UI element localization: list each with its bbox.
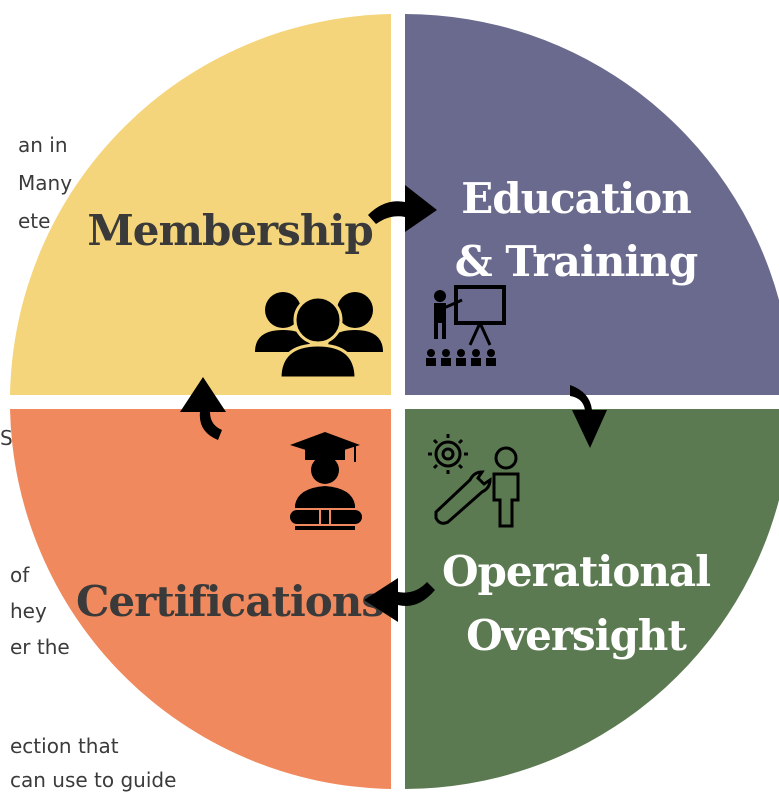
bg-text-line: Many (18, 171, 73, 195)
oversight-title-line1: Operational (442, 547, 710, 596)
quadrant-education (405, 14, 779, 395)
membership-title: Membership (87, 206, 372, 255)
gear-wrench-person-icon (428, 434, 520, 528)
arrow-up-icon (180, 377, 226, 440)
bg-text-line: S (0, 426, 13, 450)
certifications-title: Certifications (76, 577, 384, 626)
bg-text-line: an in (18, 133, 68, 157)
presentation-training-icon (426, 285, 506, 366)
bg-text-line: can use to guide (10, 768, 177, 792)
bg-text-line: er the (10, 635, 70, 659)
oversight-title-line2: Oversight (466, 611, 687, 660)
bg-text-line: ection that (10, 734, 119, 758)
graduate-diploma-icon (287, 432, 365, 530)
arrow-left-icon (364, 578, 435, 622)
education-title-line1: Education (461, 174, 691, 223)
arrow-down-icon (570, 385, 607, 448)
people-group-icon (255, 292, 383, 380)
bg-text-line: ete (18, 209, 51, 233)
bg-text-line: of (10, 563, 30, 587)
education-title-line2: & Training (455, 237, 698, 286)
arrow-right-icon (368, 185, 437, 232)
bg-text-line: hey (10, 599, 47, 623)
